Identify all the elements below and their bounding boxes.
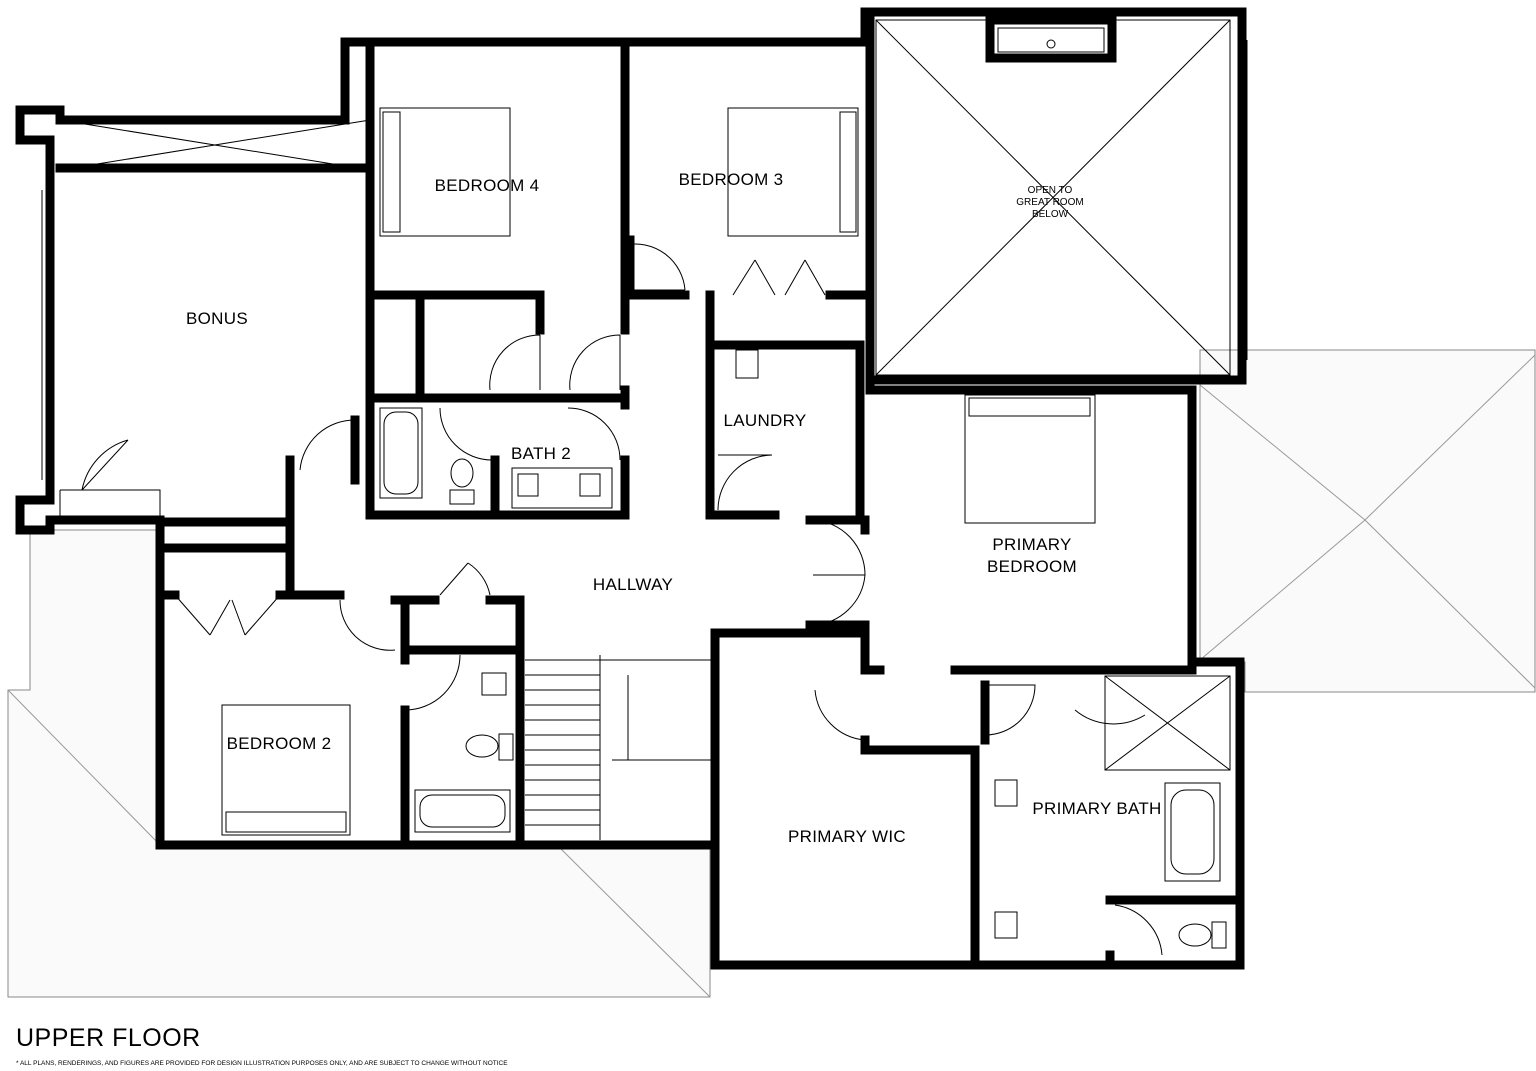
walls [15,7,1247,970]
label-primary-bedroom-line1: PRIMARY [992,535,1071,554]
label-bonus: BONUS [186,309,248,328]
bed-bedroom-3 [727,107,859,237]
label-bedroom-4: BEDROOM 4 [435,176,540,195]
doors [81,243,1163,956]
label-hallway: HALLWAY [593,575,673,594]
open-to-below-area [875,19,1231,376]
floor-title: UPPER FLOOR [16,1024,201,1052]
label-bedroom-2: BEDROOM 2 [227,734,332,753]
label-primary-bath: PRIMARY BATH [1032,799,1161,818]
label-primary-bedroom-line2: BEDROOM [987,557,1077,576]
label-primary-wic: PRIMARY WIC [788,827,906,846]
bed-bedroom-4 [379,107,511,237]
label-laundry: LAUNDRY [723,411,806,430]
bed-bedroom-2 [221,704,351,836]
label-open-to-below-1: OPEN TO [1028,185,1073,196]
roof-areas [7,349,1536,998]
windows [41,39,1248,950]
label-open-to-below-2: GREAT ROOM [1016,197,1083,208]
stairs [525,655,715,840]
label-open-to-below-3: BELOW [1032,209,1069,220]
bath-fixtures [379,349,1231,949]
bed-primary [964,394,1096,524]
beds [221,107,1096,836]
room-labels: BONUS BEDROOM 4 BEDROOM 3 BATH 2 LAUNDRY… [186,170,1161,846]
label-bath-2: BATH 2 [511,444,571,463]
disclaimer-text: * ALL PLANS, RENDERINGS, AND FIGURES ARE… [16,1060,508,1067]
label-bedroom-3: BEDROOM 3 [679,170,784,189]
